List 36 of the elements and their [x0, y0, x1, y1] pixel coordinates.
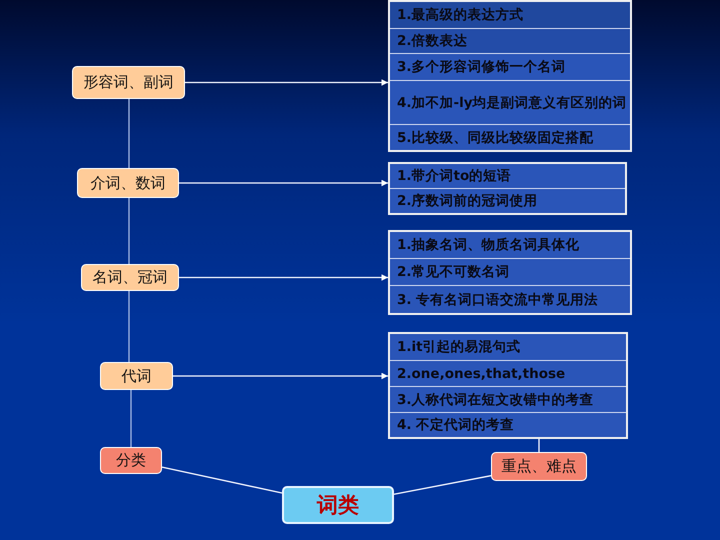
category-box: 名词、冠词	[81, 264, 179, 291]
list-item: 2.one,ones,that,those	[390, 361, 626, 387]
list-item: 3.人称代词在短文改错中的考查	[390, 387, 626, 413]
list-item: 1.最高级的表达方式	[390, 2, 630, 29]
list-item: 2.倍数表达	[390, 28, 630, 54]
connector-line	[394, 475, 492, 495]
connector-line	[128, 198, 130, 264]
category-box: 分类	[100, 447, 162, 474]
arrow	[185, 79, 388, 86]
list-item: 2.常见不可数名词	[390, 259, 630, 286]
arrow	[173, 372, 388, 380]
list-item: 1.抽象名词、物质名词具体化	[390, 232, 630, 259]
category-box: 代词	[100, 362, 173, 390]
arrow	[179, 274, 388, 281]
connector-line	[162, 466, 282, 494]
list-item: 2.序数词前的冠词使用	[390, 189, 625, 213]
list-item: 5.比较级、同级比较级固定搭配	[390, 125, 630, 150]
list-box	[388, 332, 628, 439]
connector-line	[128, 99, 130, 168]
list-box	[388, 162, 627, 215]
connector-line	[128, 291, 130, 362]
category-box: 介词、数词	[77, 168, 179, 198]
list-item: 4.加不加-ly均是副词意义有区别的词	[390, 80, 630, 126]
connector-line	[538, 439, 540, 452]
list-item: 4. 不定代词的考查	[390, 413, 626, 437]
list-item: 1.it引起的易混句式	[390, 334, 626, 361]
list-box	[388, 0, 632, 152]
root-box: 词类	[282, 486, 394, 524]
category-box: 形容词、副词	[72, 66, 185, 99]
connector-line	[130, 390, 132, 447]
list-item: 3. 专有名词口语交流中常见用法	[390, 286, 630, 313]
category-box: 重点、难点	[491, 452, 587, 481]
list-box	[388, 230, 632, 315]
list-item: 1.带介词to的短语	[390, 164, 625, 189]
arrow	[179, 180, 388, 186]
list-item: 3.多个形容词修饰一个名词	[390, 54, 630, 81]
